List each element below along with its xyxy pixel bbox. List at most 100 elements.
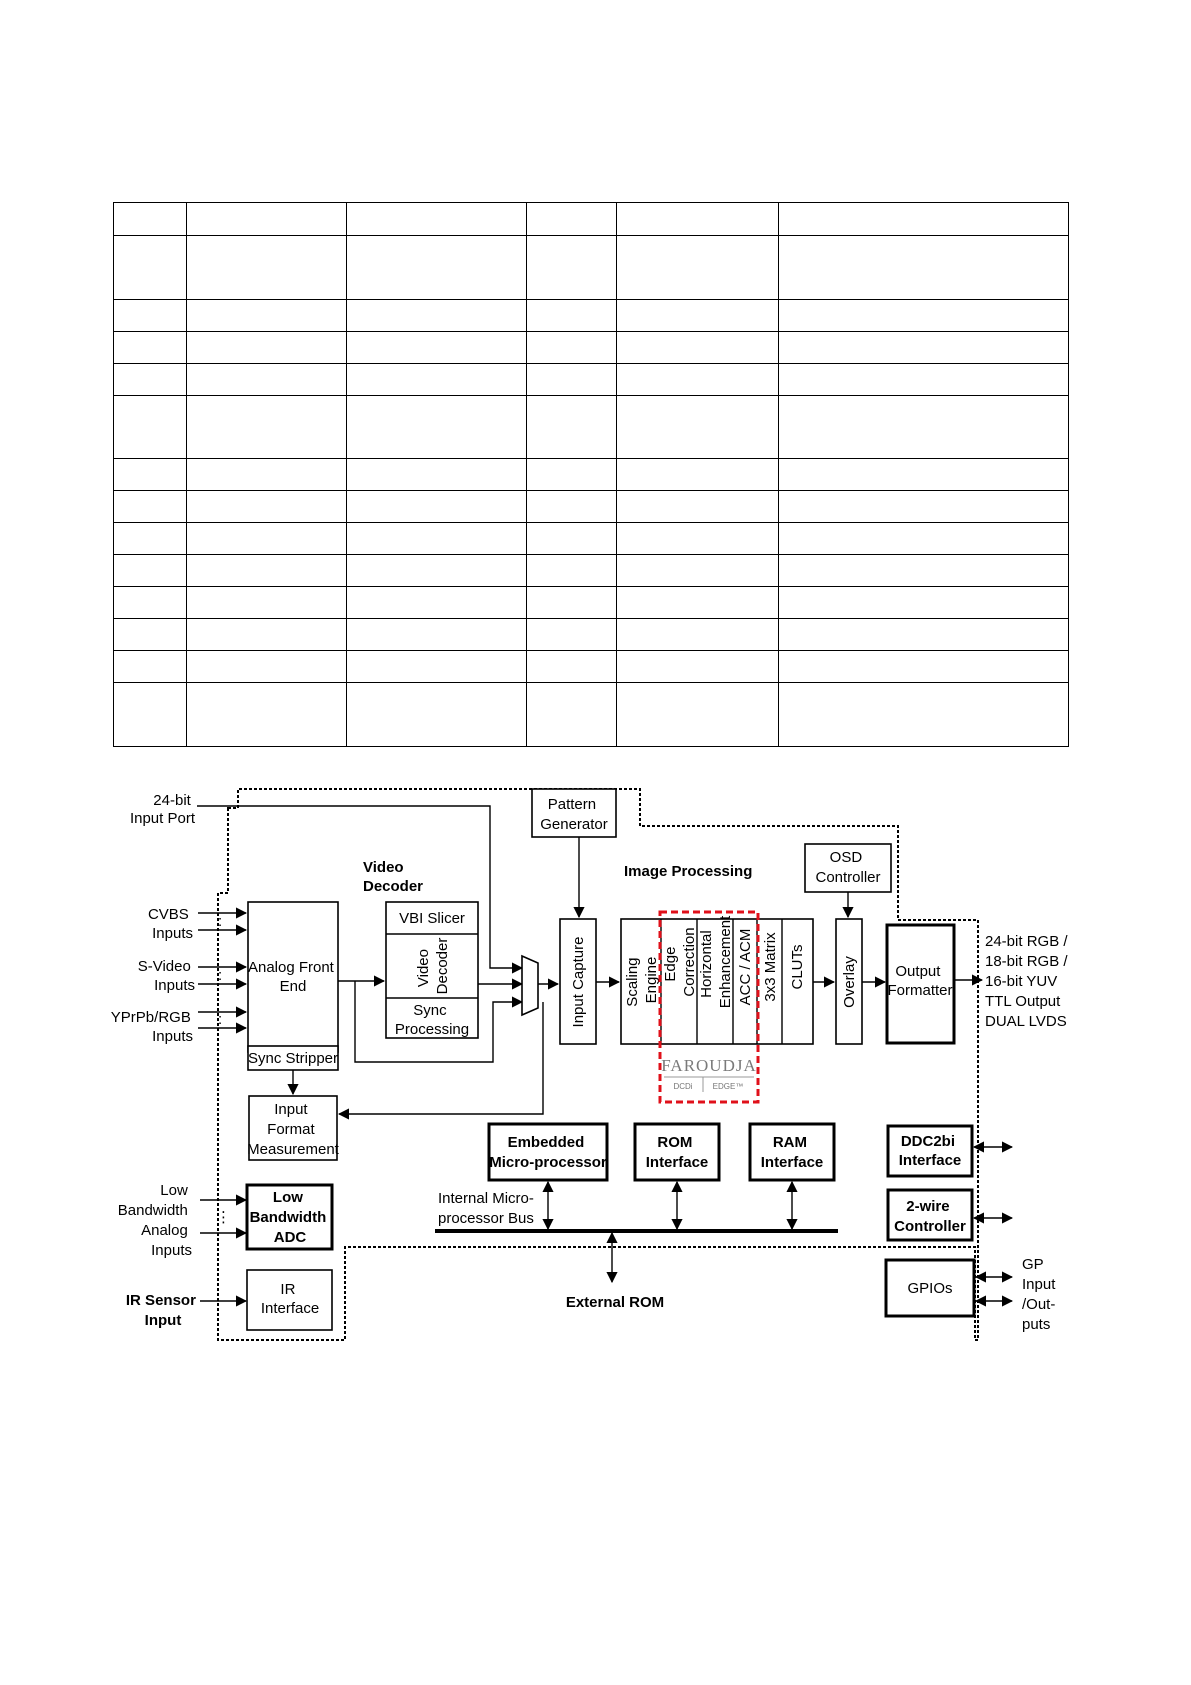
- table-cell: [186, 362, 347, 396]
- table-cell: [616, 618, 779, 652]
- table-cell: [346, 586, 527, 620]
- table-cell: [186, 202, 347, 236]
- ram-interface-box: [748, 1122, 836, 1182]
- table-cell: [778, 522, 1069, 556]
- gpios-box: [884, 1258, 976, 1318]
- matrix-label: 3x3 Matrix: [762, 932, 779, 1002]
- table-row: [113, 650, 1069, 683]
- table-cell: [113, 362, 187, 396]
- table-cell: [778, 650, 1069, 683]
- table-cell: [186, 586, 347, 620]
- sync-stripper-label: Sync Stripper: [248, 1050, 338, 1067]
- table-row: [113, 362, 1069, 396]
- table-cell: [778, 490, 1069, 524]
- table-cell: [113, 330, 187, 364]
- table-cell: [346, 394, 527, 460]
- outputs-label: 24-bit RGB / 18-bit RGB / 16-bit YUV TTL…: [985, 933, 1072, 1030]
- gpios-label: GPIOs: [907, 1280, 952, 1297]
- ir-interface-label: IR Interface: [261, 1281, 319, 1317]
- table-cell: [186, 235, 347, 300]
- table-cell: [346, 554, 527, 588]
- two-wire-controller-label: 2-wire Controller: [894, 1198, 966, 1235]
- embedded-micro-processor-label: Embedded Micro-processor: [489, 1134, 607, 1171]
- table-cell: [778, 362, 1069, 396]
- pattern-generator-label: Pattern Generator: [540, 796, 608, 833]
- table-row: [113, 522, 1069, 556]
- output-formatter-label: Output Formatter: [887, 963, 952, 999]
- table-row: [113, 202, 1069, 236]
- table-cell: [616, 458, 779, 492]
- table-cell: [346, 330, 527, 364]
- table-cell: [186, 650, 347, 683]
- table-row: [113, 330, 1069, 364]
- table-cell: [186, 330, 347, 364]
- table-cell: [113, 394, 187, 460]
- ypbpr-dots: :: [218, 1011, 222, 1028]
- table-cell: [616, 330, 779, 364]
- table-cell: [778, 202, 1069, 236]
- table-cell: [616, 490, 779, 524]
- table-cell: [526, 202, 617, 236]
- table-cell: [346, 490, 527, 524]
- table-cell: [113, 650, 187, 683]
- vbi-slicer-label: VBI Slicer: [399, 910, 465, 927]
- table-cell: [346, 458, 527, 492]
- input-port-label: 24-bit Input Port: [130, 792, 196, 827]
- table-cell: [346, 202, 527, 236]
- video-decoder-box-label: Video Decoder: [415, 938, 451, 995]
- block-diagram: 24-bit Input Port CVBS Inputs S-Video In…: [111, 788, 1072, 1341]
- table-cell: [113, 554, 187, 588]
- table-cell: [526, 394, 617, 460]
- table-row: [113, 490, 1069, 524]
- table-cell: [113, 235, 187, 300]
- table-row: [113, 394, 1069, 460]
- faroudja-highlight: [658, 910, 760, 1104]
- two-wire-controller-box: [886, 1188, 974, 1242]
- table-cell: [346, 618, 527, 652]
- table-cell: [526, 522, 617, 556]
- osd-controller-label: OSD Controller: [815, 849, 880, 886]
- rom-interface-label: ROM Interface: [646, 1134, 709, 1171]
- low-bandwidth-adc-label: Low Bandwidth ADC: [250, 1189, 331, 1246]
- ddc2bi-interface-box: [886, 1124, 974, 1178]
- table-cell: [616, 298, 779, 332]
- table-cell: [526, 458, 617, 492]
- empty-grid-table: [113, 202, 1069, 748]
- osd-controller-box: [804, 843, 892, 893]
- table-cell: [616, 362, 779, 396]
- cluts-label: CLUTs: [789, 944, 806, 989]
- gp-io-label: GP Input /Out- puts: [1022, 1256, 1060, 1333]
- input-capture-box: [559, 918, 597, 1045]
- acc-acm-label: ACC / ACM: [737, 929, 754, 1006]
- table-cell: [186, 394, 347, 460]
- embedded-micro-processor-box: [487, 1122, 609, 1182]
- table-row: [113, 235, 1069, 300]
- ram-interface-label: RAM Interface: [761, 1134, 824, 1171]
- table-cell: [186, 298, 347, 332]
- image-processing-block: [620, 918, 814, 1045]
- analog-front-end-box: [247, 901, 339, 1053]
- mux-trapezoid: [521, 954, 539, 1017]
- input-format-measurement-label: Input Format Measurement: [247, 1101, 340, 1158]
- table-cell: [113, 202, 187, 236]
- table-row: [113, 554, 1069, 588]
- faroudja-logo-text: FAROUDJA: [661, 1056, 757, 1075]
- table-cell: [346, 235, 527, 300]
- output-formatter-box: [885, 923, 956, 1045]
- horizontal-enhancement-label: Horizontal Enhancement: [698, 915, 734, 1008]
- table-cell: [113, 298, 187, 332]
- table-cell: [526, 330, 617, 364]
- table-cell: [526, 650, 617, 683]
- table-cell: [616, 394, 779, 460]
- table-cell: [526, 298, 617, 332]
- table-cell: [778, 298, 1069, 332]
- table-cell: [526, 681, 617, 748]
- table-cell: [616, 235, 779, 300]
- table-cell: [616, 586, 779, 620]
- table-cell: [778, 586, 1069, 620]
- table-cell: [778, 618, 1069, 652]
- ir-sensor-label: IR Sensor Input: [126, 1292, 200, 1329]
- svideo-label: S-Video Inputs: [138, 958, 195, 994]
- input-capture-label: Input Capture: [570, 937, 587, 1028]
- rom-interface-box: [633, 1122, 721, 1182]
